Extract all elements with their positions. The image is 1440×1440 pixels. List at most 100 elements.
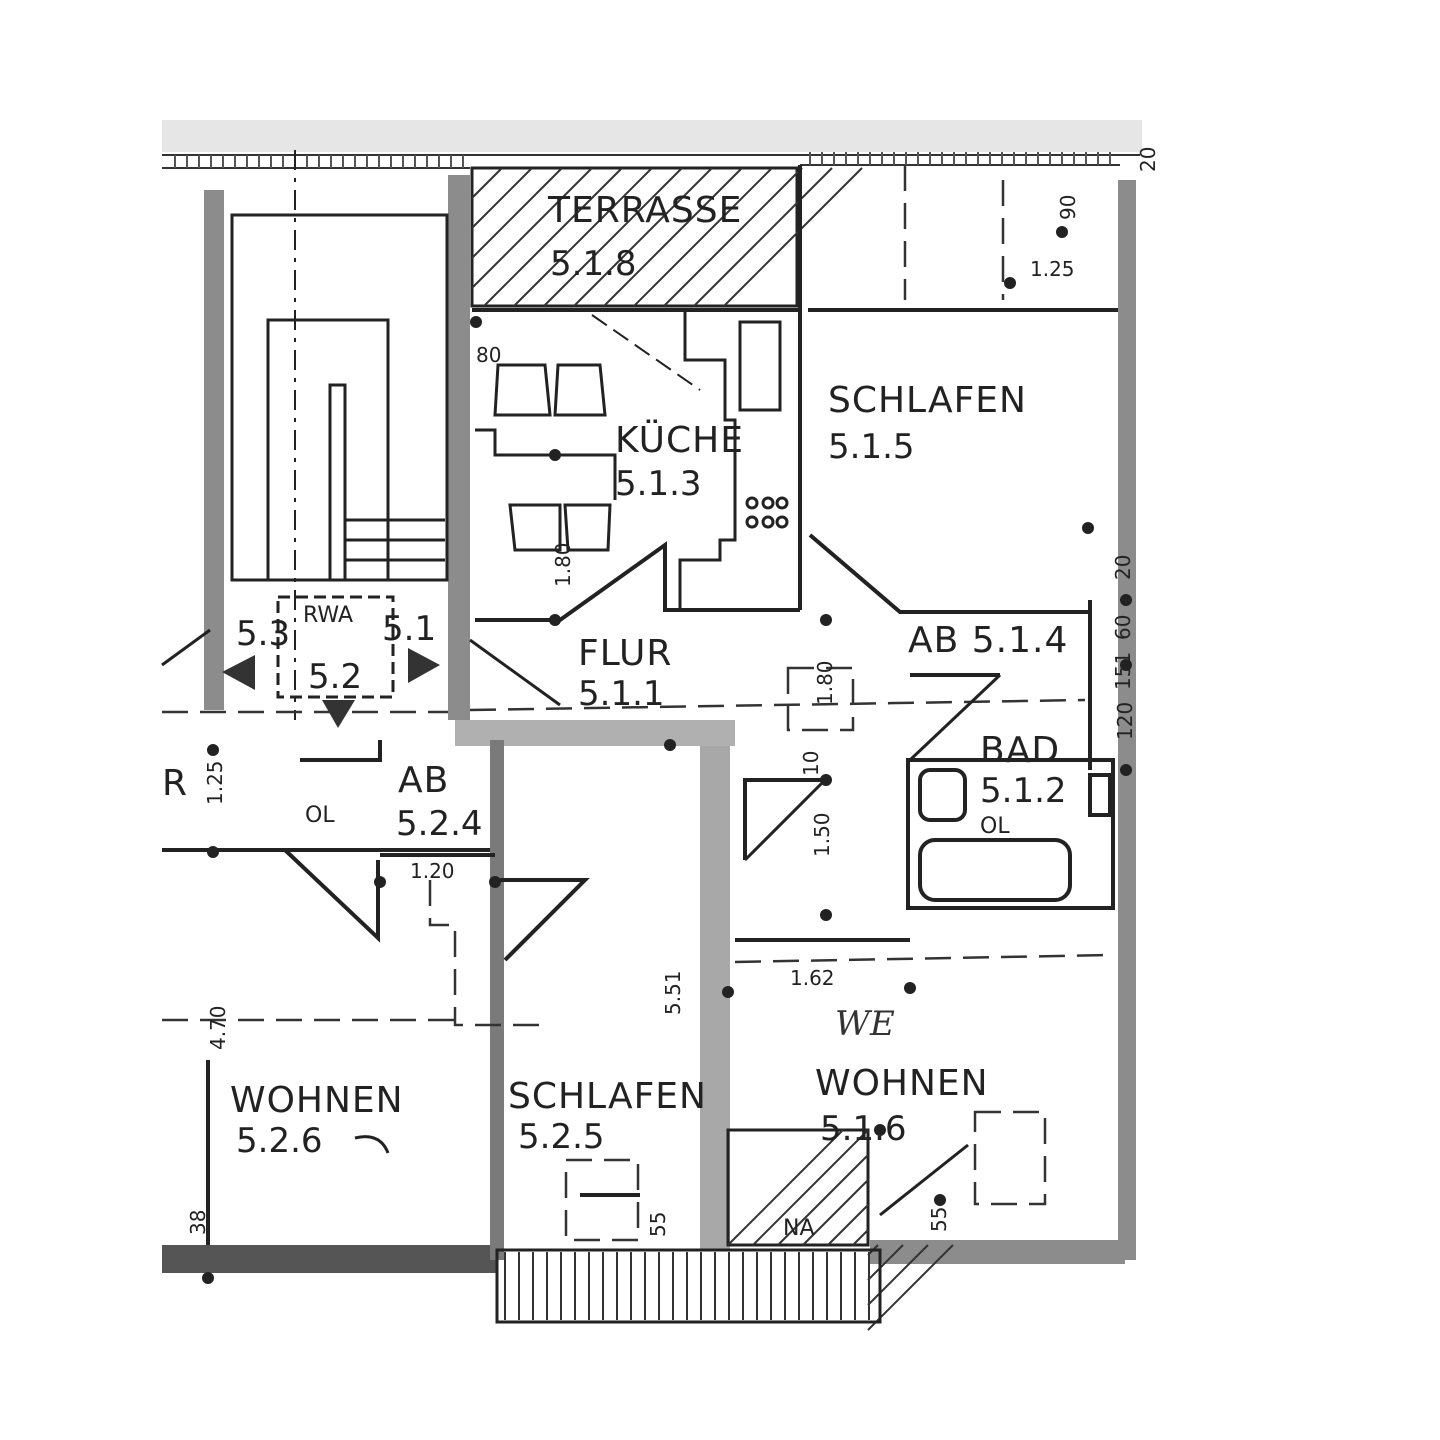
- dim-151: 151: [1111, 652, 1135, 690]
- dimension-point: [874, 1124, 886, 1136]
- dimension-points: [202, 226, 1132, 1284]
- dim-551: 5.51: [661, 970, 685, 1015]
- na-hatch-line: [802, 1179, 869, 1246]
- dim-55-left: 55: [646, 1212, 670, 1237]
- dim-10: 10: [799, 751, 823, 776]
- interior-walls: [162, 165, 1118, 1245]
- wohnen-516-name: WOHNEN: [815, 1063, 989, 1104]
- bad-ol: OL: [980, 814, 1010, 839]
- dimension-point: [207, 744, 219, 756]
- terrasse-hatch-line: [471, 167, 533, 229]
- bottom-balcony: [495, 1248, 882, 1324]
- balcony-hatch: [727, 1129, 954, 1331]
- stair-arrows: [222, 648, 440, 728]
- terrasse-hatch-line: [723, 167, 863, 307]
- bad-number: 5.1.2: [980, 771, 1067, 811]
- wohnen-516-number: 5.1.6: [820, 1109, 907, 1149]
- dim-180-kitchen: 1.80: [551, 542, 575, 587]
- dimension-point: [1120, 764, 1132, 776]
- dimension-point: [1120, 594, 1132, 606]
- wohnen-526-number: 5.2.6: [236, 1121, 323, 1161]
- kueche-name: KÜCHE: [615, 419, 744, 461]
- kitchen-fixtures: [475, 310, 789, 610]
- terrasse-hatch-line: [483, 167, 623, 307]
- flur-name: FLUR: [578, 633, 672, 674]
- terrasse-name: TERRASSE: [547, 190, 742, 231]
- dim-80-kitchen: 80: [476, 343, 501, 367]
- stair-right-unit: 5.1: [382, 609, 436, 649]
- terrasse-area: [470, 166, 799, 308]
- dimension-point: [820, 614, 832, 626]
- terrasse-hatch-line: [663, 167, 803, 307]
- na-hatch-line: [752, 1129, 869, 1246]
- dim-120-hall: 1.20: [410, 859, 455, 883]
- schlafen-525-name: SCHLAFEN: [508, 1076, 707, 1117]
- dimension-point: [1056, 226, 1068, 238]
- stair-rwa: RWA: [303, 603, 353, 628]
- na-hatch-line: [867, 1244, 954, 1331]
- ab-524-ol: OL: [305, 803, 335, 828]
- dimension-point: [664, 739, 676, 751]
- dimension-point: [722, 986, 734, 998]
- dim-20-right: 20: [1111, 555, 1135, 580]
- dimension-point: [934, 1194, 946, 1206]
- stairwell: [230, 150, 449, 720]
- terrasse-hatch-line: [471, 167, 503, 199]
- dim-38: 38: [186, 1210, 210, 1235]
- terrasse-number: 5.1.8: [550, 244, 637, 284]
- dimension-point: [1120, 659, 1132, 671]
- terrasse-hatch-line: [633, 167, 773, 307]
- dim-55-right: 55: [927, 1207, 951, 1232]
- ab-524-number: 5.2.4: [396, 804, 483, 844]
- terrasse-hatch-line: [543, 167, 683, 307]
- na-hatch-line: [867, 1244, 904, 1281]
- stair-left-unit: 5.3: [236, 614, 290, 654]
- dimension-point: [1082, 522, 1094, 534]
- na-hatch-line: [727, 1129, 844, 1246]
- na-hatch-line: [777, 1154, 869, 1246]
- terrasse-hatch-line: [471, 167, 563, 259]
- ab-524-name: AB: [398, 760, 449, 801]
- na-hatch-line: [827, 1204, 869, 1246]
- dimension-point: [202, 1272, 214, 1284]
- dimension-point: [820, 774, 832, 786]
- terrasse-hatch-line: [603, 167, 743, 307]
- railing-hatch: [174, 152, 1111, 168]
- na-label: NA: [783, 1216, 815, 1241]
- terrasse-hatch-line: [513, 167, 653, 307]
- dimension-point: [374, 876, 386, 888]
- na-hatch-line: [867, 1244, 929, 1306]
- dimension-point: [549, 449, 561, 461]
- bottom-balcony-bars: [504, 1252, 870, 1320]
- dimension-point: [904, 982, 916, 994]
- schlafen-515-name: SCHLAFEN: [828, 380, 1027, 421]
- dim-120-right: 120: [1113, 702, 1137, 740]
- stair-center-unit: 5.2: [308, 657, 362, 697]
- wohnen-526-name: WOHNEN: [230, 1080, 404, 1121]
- dimension-point: [549, 614, 561, 626]
- dim-162: 1.62: [790, 966, 835, 990]
- bad-name: BAD: [980, 730, 1060, 771]
- dimension-point: [1004, 277, 1016, 289]
- terrasse-hatch-line: [471, 167, 593, 289]
- top-railing: [162, 154, 1140, 169]
- flur-number: 5.1.1: [578, 674, 665, 714]
- dimension-point: [207, 846, 219, 858]
- balcony-na: [726, 1128, 870, 1247]
- dashed-lines: [162, 165, 1113, 1242]
- dimension-point: [820, 909, 832, 921]
- dim-20-top: 20: [1136, 147, 1160, 172]
- dim-90: 90: [1056, 195, 1080, 220]
- terrasse-hatch-line: [573, 167, 713, 307]
- terrasse-hatch-line: [693, 167, 833, 307]
- dimension-point: [489, 876, 501, 888]
- dim-180-flur: 1.80: [813, 660, 837, 705]
- door-swings: [161, 628, 1002, 1217]
- ab-514-name: AB 5.1.4: [908, 620, 1068, 661]
- dim-125-top: 1.25: [1030, 257, 1075, 281]
- schlafen-525-number: 5.2.5: [518, 1117, 605, 1157]
- handwritten-note: WE: [835, 1004, 895, 1044]
- na-hatch-line: [852, 1229, 869, 1246]
- schlafen-515-number: 5.1.5: [828, 427, 915, 467]
